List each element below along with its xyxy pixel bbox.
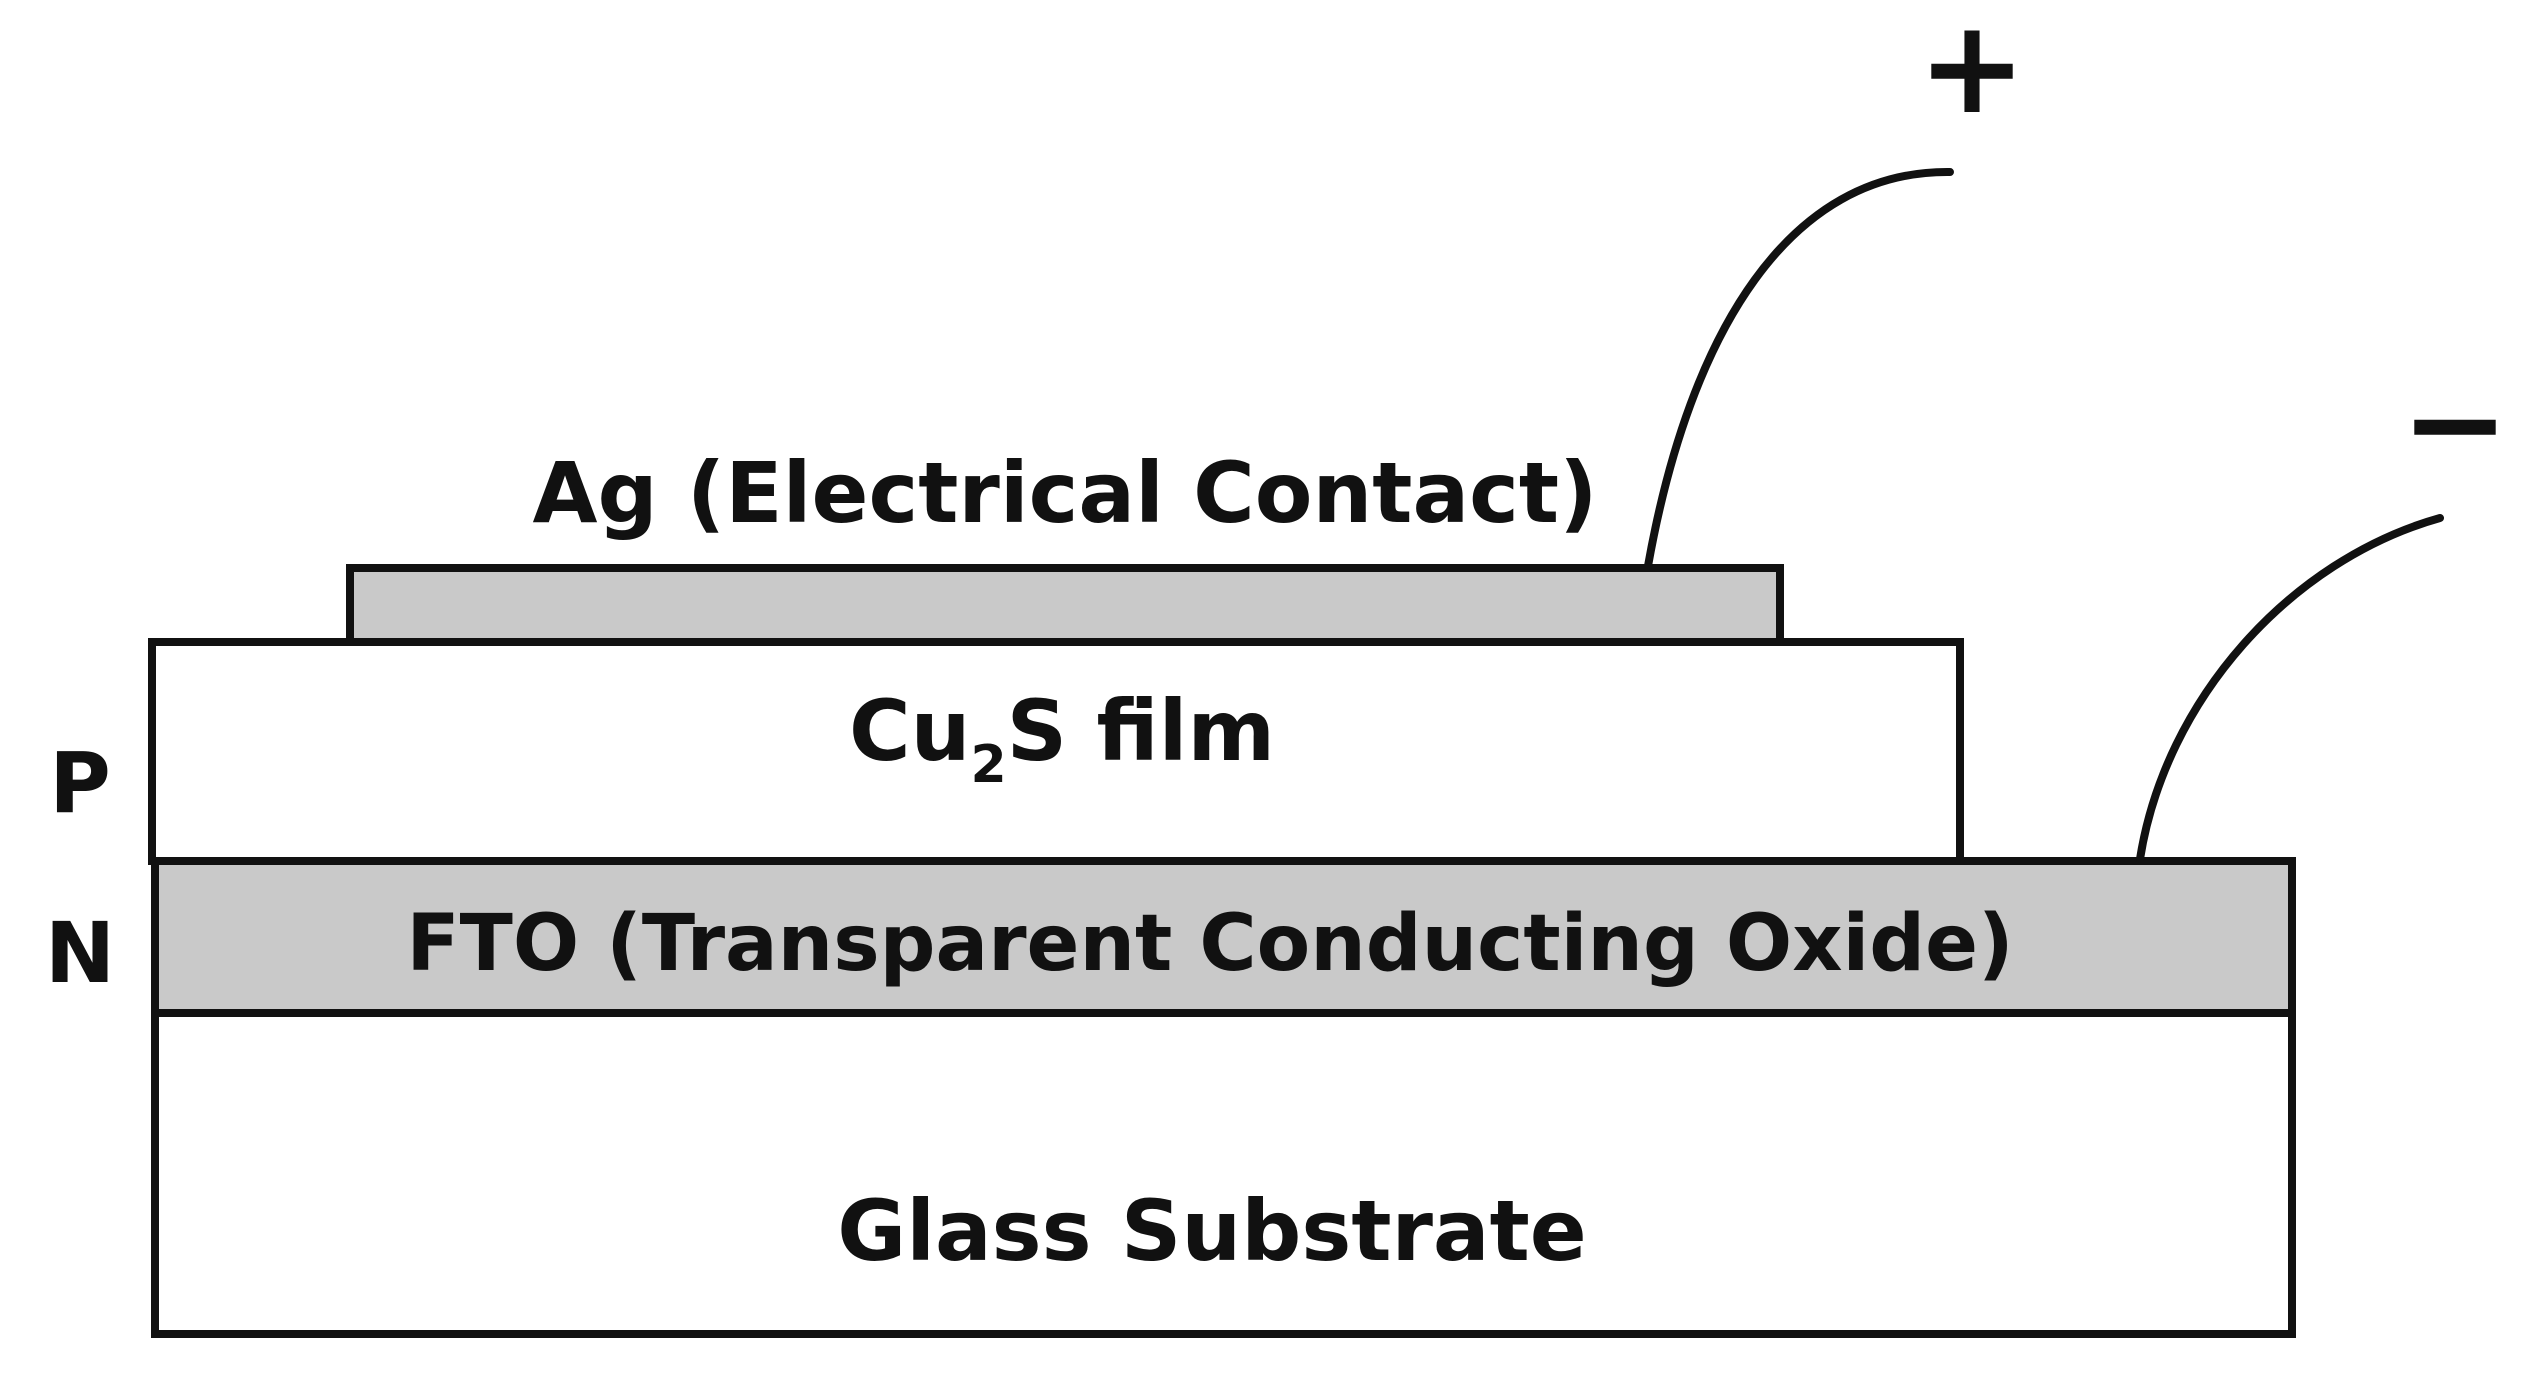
glass-substrate-layer [151, 1009, 2296, 1338]
cu2s-label-rest: S film [1007, 682, 1275, 780]
negative-terminal-sign: − [2401, 347, 2510, 499]
cu2s-label-subscript: 2 [970, 735, 1006, 795]
ag-contact-layer [346, 564, 1784, 646]
n-type-label: N [45, 904, 115, 1002]
glass-substrate-label: Glass Substrate [837, 1182, 1586, 1280]
negative-wire [2136, 514, 2444, 863]
ag-layer-label: Ag (Electrical Contact) [533, 444, 1598, 542]
cu2s-film-layer [148, 638, 1964, 865]
positive-wire [1644, 167, 1954, 570]
cu2s-layer-label: Cu2S film [849, 682, 1275, 795]
fto-layer-label: FTO (Transparent Conducting Oxide) [406, 899, 2013, 989]
positive-terminal-sign: + [1918, 0, 2027, 143]
p-type-label: P [49, 734, 111, 832]
fto-layer [151, 857, 2296, 1017]
cu2s-label-main: Cu [849, 682, 970, 780]
